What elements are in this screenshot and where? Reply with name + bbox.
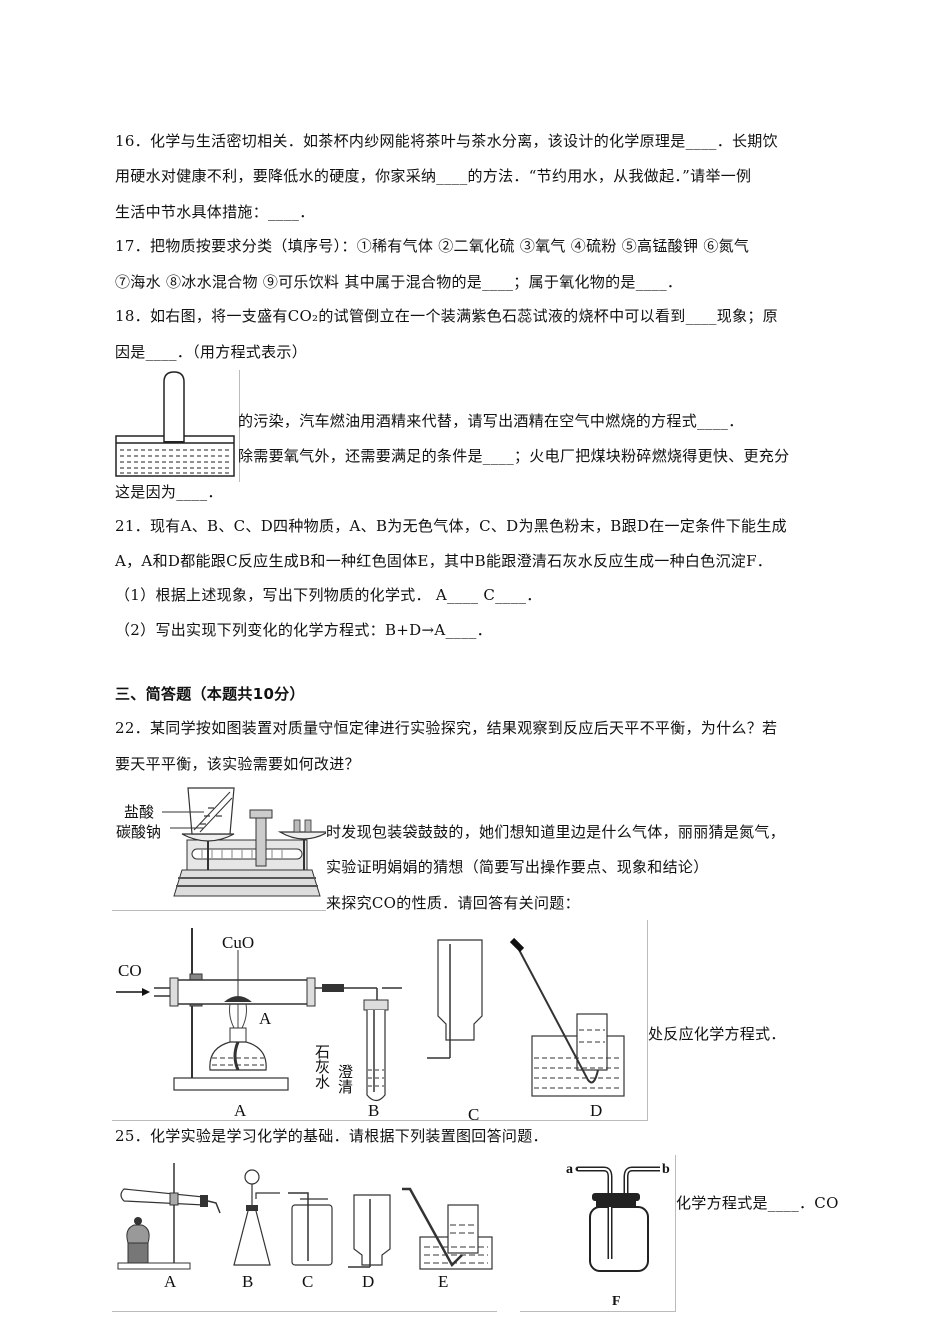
q23-partial-line-1: 时发现包装袋鼓鼓的，她们想知道里边是什么气体，丽丽猜是氮气， — [326, 823, 786, 841]
q16-line-3: 生活中节水具体措施：____． — [115, 203, 315, 221]
q22-line-1: 22．某同学按如图装置对质量守恒定律进行实验探究，结果观察到反应后天平不平衡，为… — [115, 719, 778, 737]
label-b: B — [242, 1272, 253, 1291]
q25-line-1: 25．化学实验是学习化学的基础．请根据下列装置图回答问题． — [115, 1127, 548, 1145]
label-a: A — [164, 1272, 177, 1291]
q22-line-2: 要天平平衡，该实验需要如何改进？ — [115, 755, 360, 773]
q21-line-2: A，A和D都能跟C反应生成B和一种红色固体E，其中B能跟澄清石灰水反应生成一种白… — [115, 552, 773, 570]
q18-test-tube-figure — [112, 370, 240, 482]
q25-gas-bottle-figure: a b F — [520, 1155, 676, 1312]
label-d: D — [590, 1101, 602, 1120]
label-port-a: a — [566, 1162, 573, 1177]
q16-line-1: 16．化学与生活密切相关．如茶杯内纱网能将茶叶与茶水分离，该设计的化学原理是__… — [115, 132, 778, 150]
q24-partial-line-4: 处反应化学方程式． — [648, 1025, 786, 1043]
q21-line-1: 21．现有A、B、C、D四种物质，A、B为无色气体，C、D为黑色粉末，B跟D在一… — [115, 517, 787, 535]
q25-apparatus-figure: A B C D E — [112, 1155, 497, 1312]
label-limewater-2: 石灰水 — [313, 1044, 331, 1089]
q18-line-1: 18．如右图，将一支盛有CO₂的试管倒立在一个装满紫色石蕊试液的烧杯中可以看到_… — [115, 307, 778, 325]
label-cuo: CuO — [222, 933, 254, 952]
q17-line-2: ⑦海水 ⑧冰水混合物 ⑨可乐饮料 其中属于混合物的是____；属于氧化物的是__… — [115, 273, 683, 291]
label-limewater-1: 澄清 — [336, 1064, 354, 1095]
q21-sub-1: （1）根据上述现象，写出下列物质的化学式． A____ C____． — [115, 586, 542, 604]
label-e: E — [438, 1272, 448, 1291]
q16-line-2: 用硬水对健康不利，要降低水的硬度，你家采纳____的方法．“节约用水，从我做起．… — [115, 167, 752, 185]
label-c: C — [302, 1272, 313, 1291]
q21-sub-2: （2）写出实现下列变化的化学方程式：B+D→A____． — [115, 621, 492, 639]
q17-line-1: 17．把物质按要求分类（填序号）：①稀有气体 ②二氧化硫 ③氧气 ④硫粉 ⑤高锰… — [115, 237, 750, 255]
label-sodium-carbonate: 碳酸钠 — [116, 823, 161, 841]
label-c: C — [468, 1105, 479, 1120]
q18-line-2: 因是____．（用方程式表示） — [115, 343, 308, 361]
q24-partial-line-3: 来探究CO的性质．请回答有关问题： — [326, 894, 580, 912]
q23-partial-line-2: 实验证明娟娟的猜想（简要写出操作要点、现象和结论） — [326, 858, 709, 876]
label-b: B — [368, 1101, 379, 1120]
label-co-inlet: CO — [118, 961, 142, 980]
label-f: F — [612, 1294, 621, 1309]
q22-balance-figure: 盐酸 碳酸钠 — [112, 782, 326, 911]
q25-partial-line: 化学方程式是____．CO — [676, 1194, 839, 1212]
label-a: A — [234, 1101, 247, 1120]
q24-co-apparatus-figure: CO CuO A — [112, 920, 648, 1121]
label-hydrochloric-acid: 盐酸 — [124, 803, 154, 821]
label-port-b: b — [662, 1162, 670, 1177]
q20-partial-line: 除需要氧气外，还需要满足的条件是____；火电厂把煤块粉碎燃烧得更快、更充分 — [238, 447, 790, 465]
section-heading: 三、简答题（本题共10分） — [115, 685, 305, 703]
label-a-tube: A — [259, 1009, 272, 1028]
q19-partial-line: 的污染，汽车燃油用酒精来代替，请写出酒精在空气中燃烧的方程式____． — [238, 412, 744, 430]
q20-partial-line-3: 这是因为____． — [115, 483, 223, 501]
label-d: D — [362, 1272, 374, 1291]
